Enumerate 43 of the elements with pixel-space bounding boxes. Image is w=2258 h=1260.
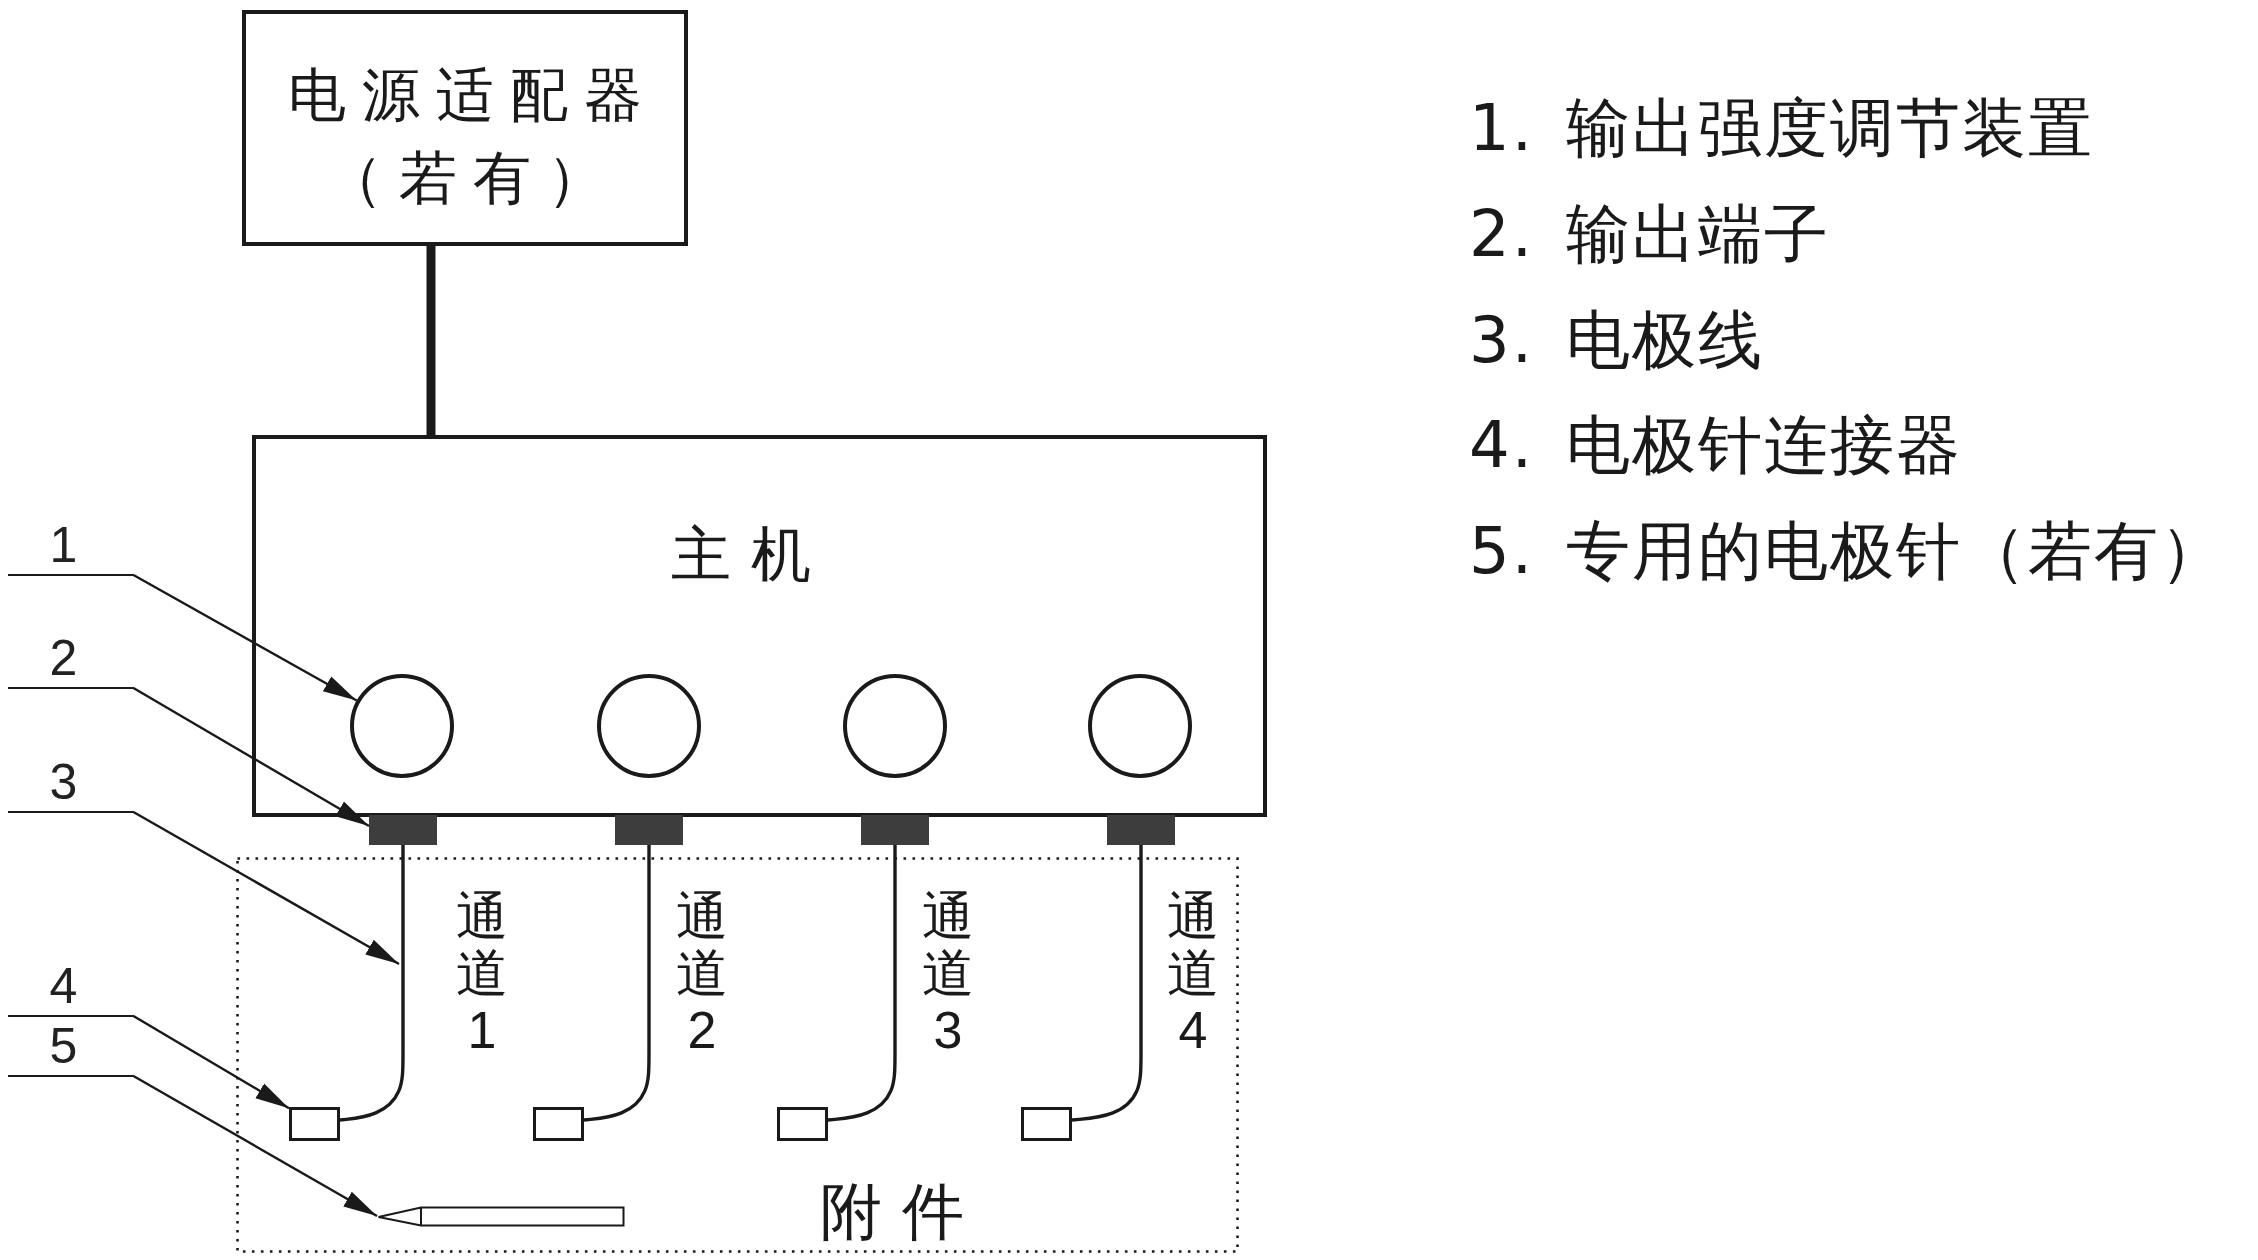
electrode-wire	[583, 845, 651, 1122]
output-port	[615, 815, 683, 845]
callout-key-text: 1. 输出强度调节装置	[1469, 90, 2095, 167]
control-knob	[843, 674, 947, 778]
output-port	[1107, 815, 1175, 845]
group-frame	[236, 857, 1239, 1253]
callout-number: 4	[8, 959, 133, 1017]
adapter-label: 电源适配器（若有）	[287, 60, 659, 214]
power-cable	[426, 246, 436, 435]
electrode-wire	[827, 845, 897, 1122]
plug-connector	[533, 1107, 584, 1141]
callout-key-text: 3. 电极线	[1469, 302, 1765, 379]
callout-number: 5	[8, 1019, 133, 1077]
callout-number: 2	[8, 631, 133, 689]
leader-line	[132, 573, 358, 702]
callout-key-text: 4. 电极针连接器	[1469, 407, 1963, 484]
leader-line	[132, 1014, 290, 1110]
output-port	[861, 815, 929, 845]
control-knob	[1088, 674, 1192, 778]
device-label: 主机	[670, 518, 832, 590]
control-knob	[350, 674, 454, 778]
callout-number: 1	[8, 518, 133, 576]
callout-number: 3	[8, 755, 133, 813]
output-port	[369, 815, 437, 845]
plug-connector	[1021, 1107, 1072, 1141]
plug-connector	[289, 1107, 340, 1141]
electrode-wire	[1071, 845, 1143, 1122]
callout-key-text: 2. 输出端子	[1469, 196, 1831, 273]
leader-line	[132, 686, 370, 828]
adapter-box	[242, 10, 688, 246]
control-knob	[597, 674, 701, 778]
channel-label: 通道3	[922, 888, 974, 1060]
channel-label: 通道4	[1167, 888, 1219, 1060]
channel-label: 通道1	[456, 888, 508, 1060]
channel-label: 通道2	[676, 888, 728, 1060]
leader-line	[132, 1074, 378, 1218]
plug-connector	[777, 1107, 828, 1141]
electrode-needle	[377, 1206, 625, 1227]
callout-key-text: 5. 专用的电极针（若有）	[1469, 513, 2227, 590]
device-box	[252, 435, 1267, 817]
electrode-wire	[339, 845, 405, 1122]
leader-line	[132, 810, 400, 966]
group-label: 附件	[819, 1175, 985, 1249]
